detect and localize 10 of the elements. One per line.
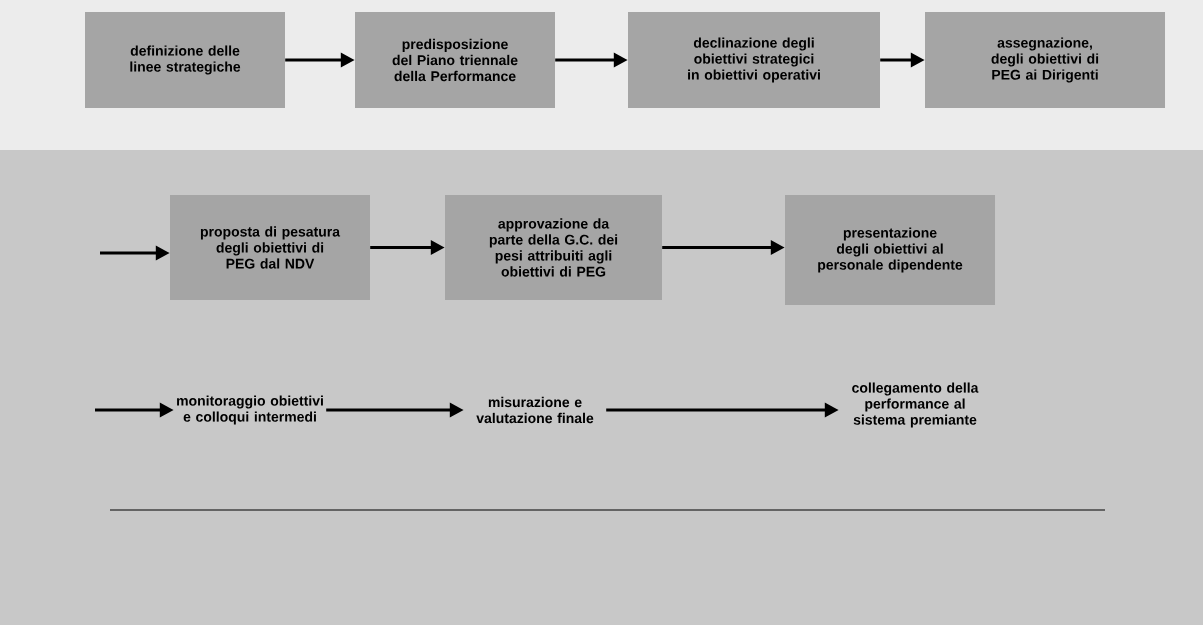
step-text: misurazione e valutazione finale	[476, 396, 594, 424]
process-box: definizione delle linee strategiche	[85, 12, 285, 108]
process-box: presentazione degli obiettivi al personale dipendente	[785, 195, 995, 305]
process-box: predisposizione del Piano triennale della Performance	[355, 12, 555, 108]
step-text: monitoraggio obiettivi e colloqui intermedi	[177, 395, 323, 425]
process-box: assegnazione, degli obiettivi di PEG ai Dirigenti	[925, 12, 1165, 108]
process-box: approvazione da parte della G.C. dei pesi attribuiti agli obiettivi di PEG	[445, 195, 662, 300]
process-box: declinazione degli obiettivi strategici in obiettivi operativi	[628, 12, 880, 108]
step-text: collegamento della performance al sistema premiante	[852, 382, 979, 428]
process-box: proposta di pesatura degli obiettivi di PEG dal NDV	[170, 195, 370, 300]
